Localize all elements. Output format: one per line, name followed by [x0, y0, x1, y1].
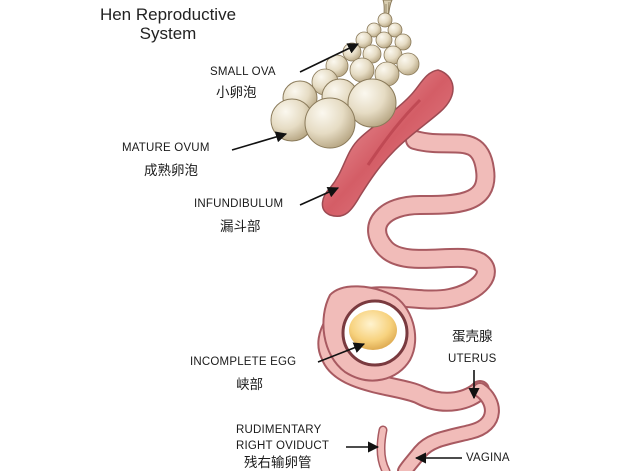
label-incomplete-egg-zh: 峡部: [236, 377, 263, 393]
label-vagina-en: VAGINA: [466, 452, 510, 464]
arrow-small-ova: [299, 43, 360, 73]
title-line-1: Hen Reproductive: [99, 5, 237, 24]
diagram-title: Hen Reproductive System: [78, 5, 258, 43]
label-infundibulum-en: INFUNDIBULUM: [194, 198, 284, 210]
label-incomplete-egg-en: INCOMPLETE EGG: [190, 356, 297, 368]
mature-ova-cluster: [270, 78, 397, 149]
label-mature-ovum-zh: 成熟卵泡: [144, 163, 198, 179]
label-uterus-zh: 蛋壳腺: [452, 329, 493, 345]
label-uterus-en: UTERUS: [448, 353, 497, 365]
label-infundibulum-zh: 漏斗部: [220, 219, 261, 235]
label-small-ova-en: SMALL OVA: [210, 66, 276, 78]
title-line-2: System: [139, 23, 197, 43]
label-rudimentary-oviduct-en-1: RUDIMENTARY: [236, 424, 322, 436]
arrow-mature-ovum: [231, 131, 288, 151]
label-rudimentary-oviduct-en-2: RIGHT OVIDUCT: [236, 440, 330, 452]
arrow-infundibulum: [299, 187, 340, 206]
pointer-arrows: [231, 43, 480, 464]
arrow-incomplete-egg: [317, 342, 366, 363]
label-small-ova-zh: 小卵泡: [216, 85, 257, 101]
rudimentary-oviduct-shape: [376, 425, 391, 471]
label-mature-ovum-en: MATURE OVUM: [122, 142, 210, 154]
small-ova-cluster: [311, 12, 420, 96]
isthmus-bulge: [322, 285, 417, 382]
label-rudimentary-oviduct-zh: 残右输卵管: [244, 455, 312, 471]
